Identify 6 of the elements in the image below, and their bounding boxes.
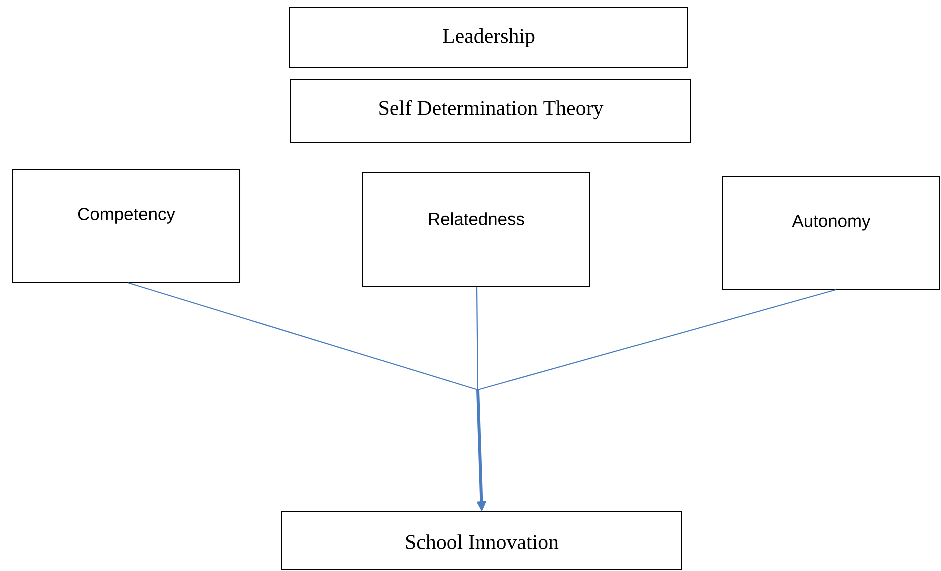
box: Leadership: [290, 8, 688, 68]
box: School Innovation: [282, 512, 682, 570]
box: Competency: [12, 170, 240, 284]
box: Relatedness: [362, 172, 590, 288]
box: Autonomy: [722, 176, 940, 290]
box: Self Determination Theory: [290, 80, 692, 144]
